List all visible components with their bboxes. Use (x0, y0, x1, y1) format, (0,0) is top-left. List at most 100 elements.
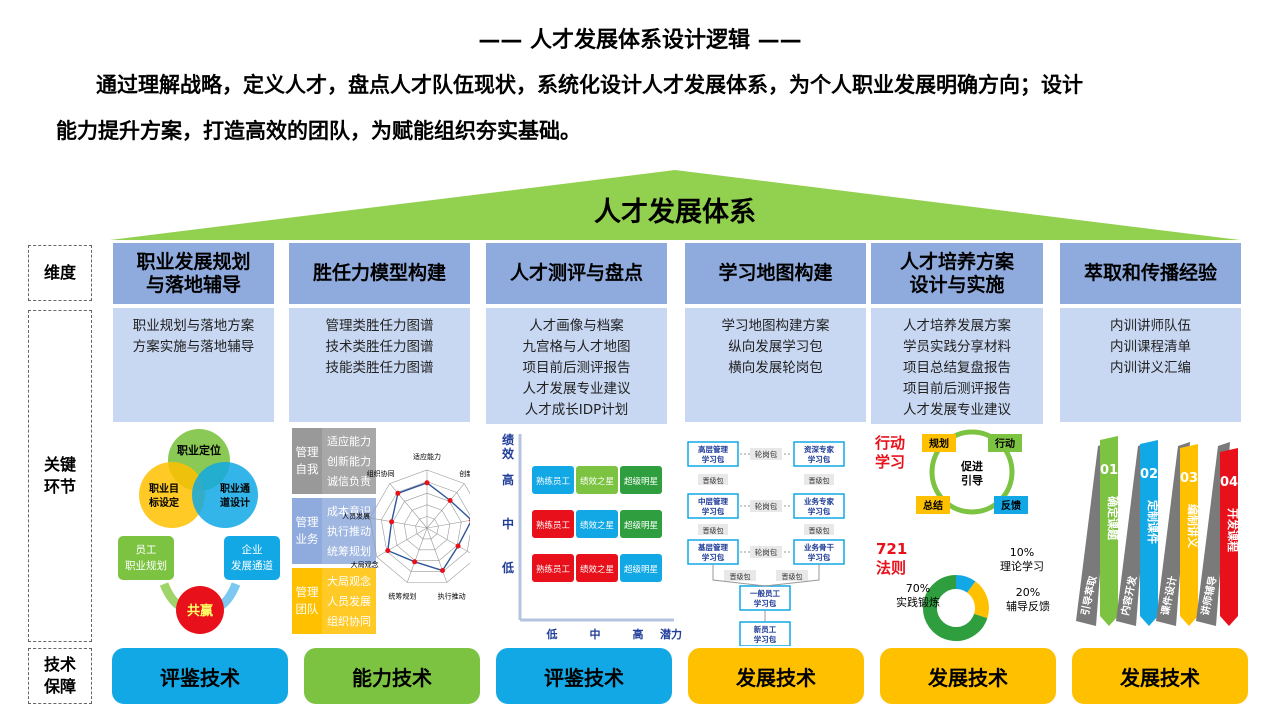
column-header-6: 萃取和传播经验 (1060, 243, 1241, 304)
competency-group-tab (292, 428, 322, 494)
column-item: 职业规划与落地方案 (132, 318, 255, 334)
nine-box-y-tick: 中 (502, 516, 514, 531)
action-step-summary (916, 496, 950, 514)
tech-button-6: 发展技术 (1072, 648, 1248, 704)
experience-ribbon-text: 定制课件 (1146, 500, 1160, 544)
nine-box-cell-label: 超级明星 (624, 564, 658, 575)
action-step-summary-label: 总结 (923, 499, 943, 512)
action-learning-title: 行动学习 (874, 434, 905, 471)
intro-line-1: 通过理解战略，定义人才，盘点人才队伍现状，系统化设计人才发展体系，为个人职业发展… (96, 73, 1083, 97)
column-header-4: 学习地图构建 (685, 243, 866, 304)
promote-tag (804, 524, 834, 535)
radar-ring (392, 492, 462, 561)
competency-group-label: 管理业务 (296, 515, 319, 546)
promote-tag (724, 570, 756, 581)
radar-ring (369, 469, 470, 583)
column-header-5: 人才培养方案 设计与实施 (871, 243, 1043, 304)
competency-model-figure: 管理自我适应能力创新能力诚信负责管理业务成本意识执行推动统筹规划管理团队大局观念… (292, 428, 470, 634)
tech-button-5: 发展技术 (880, 648, 1056, 704)
nine-box-cell-label: 绩效之星 (580, 564, 614, 575)
column-item: 人才发展专业建议 (522, 381, 631, 397)
promote-tag-label: 晋级包 (703, 476, 724, 485)
action-learning-center: 促进引导 (960, 459, 983, 487)
radar-ring (380, 481, 470, 572)
competency-group-items-bg (322, 428, 376, 494)
action-step-act (988, 434, 1022, 452)
column-item: 九宫格与人才地图 (522, 339, 631, 355)
column-items-6: 内训讲师队伍内训课程清单内训讲义汇编 (1060, 308, 1241, 422)
rotate-tag-label: 轮岗包 (755, 449, 778, 459)
learning-node-label: 业务骨干学习包 (804, 542, 834, 562)
radar-ring (415, 516, 439, 540)
learning-node-label: 资深专家学习包 (804, 444, 834, 464)
radar-spoke (369, 517, 428, 529)
radar-point (455, 543, 461, 549)
nine-box-y-tick: 低 (501, 560, 514, 575)
column-items-1: 职业规划与落地方案方案实施与落地辅导 (113, 308, 274, 422)
page-title: —— 人才发展体系设计逻辑 —— (478, 28, 802, 53)
radar-point (424, 480, 430, 486)
radar-ring (403, 504, 451, 551)
radar-spoke (389, 483, 428, 529)
nine-box-cell (532, 510, 574, 538)
radar-point (385, 548, 391, 554)
learning-node (687, 441, 739, 467)
competency-group-items: 适应能力创新能力诚信负责 (327, 434, 371, 488)
experience-ribbon (1140, 440, 1158, 626)
experience-ribbon (1180, 444, 1198, 626)
column-item: 人才培养发展方案 (903, 318, 1011, 334)
promote-tag-label: 晋级包 (782, 572, 803, 581)
action-step-plan-label: 规划 (929, 437, 949, 450)
experience-ribbon-text: 开发课程 (1226, 508, 1240, 552)
competency-group-items-bg (322, 568, 376, 634)
venn-top-label: 职业定位 (177, 443, 221, 457)
promote-tag (804, 474, 834, 485)
tech-button-1: 评鉴技术 (112, 648, 288, 704)
column-item: 内训讲义汇编 (1110, 360, 1191, 376)
nine-box-cell-label: 超级明星 (624, 476, 658, 487)
column-item: 管理类胜任力图谱 (325, 318, 434, 334)
radar-spoke (426, 483, 465, 529)
rotate-tag-label: 轮岗包 (755, 547, 778, 557)
venn-box-right: 企业发展通道 (231, 543, 273, 572)
experience-ribbon-text: 确定课题 (1106, 496, 1120, 541)
column-item: 横向发展轮岗包 (728, 360, 823, 376)
venn-box-left: 员工职业规划 (125, 544, 167, 572)
nine-box-x-axis: 潜力 (660, 627, 682, 641)
nine-box-cell-label: 绩效之星 (580, 520, 614, 531)
radar-label: 人员发展 (342, 512, 370, 521)
column-item: 学习地图构建方案 (721, 318, 830, 334)
nine-box-cell-label: 熟练员工 (536, 520, 571, 531)
nine-box-cell (532, 554, 574, 582)
side-label-key: 关键 环节 (28, 310, 92, 642)
nine-box-cell (576, 554, 618, 582)
rule721-label-70: 70%实践锻炼 (896, 582, 940, 609)
nine-box-cell-label: 超级明星 (624, 520, 658, 531)
promote-tag (776, 570, 808, 581)
radar-point (389, 519, 395, 525)
promote-tag (698, 474, 728, 485)
column-item: 人才成长IDP计划 (524, 402, 629, 418)
radar-label: 创新能力 (459, 469, 470, 478)
promote-tag-label: 晋级包 (703, 526, 724, 535)
nine-box-cell (620, 466, 662, 494)
column-item: 人才画像与档案 (529, 318, 624, 334)
promote-tag (698, 524, 728, 535)
competency-group-label: 管理团队 (296, 585, 319, 616)
venn-left-label: 职业目标设定 (148, 482, 179, 509)
column-item: 纵向发展学习包 (728, 339, 823, 355)
nine-box-cell (620, 554, 662, 582)
tech-button-2: 能力技术 (304, 648, 480, 704)
intro-line-2: 能力提升方案，打造高效的团队，为赋能组织夯实基础。 (56, 119, 581, 143)
column-item: 项目前后测评报告 (522, 360, 631, 376)
rule721-slice (955, 575, 976, 593)
column-header-3: 人才测评与盘点 (486, 243, 667, 304)
column-item: 人才发展专业建议 (903, 402, 1011, 418)
radar-label: 执行推动 (438, 592, 466, 601)
promote-tag-label: 晋级包 (809, 526, 830, 535)
column-items-3: 人才画像与档案九宫格与人才地图项目前后测评报告人才发展专业建议人才成长IDP计划 (486, 308, 667, 424)
column-item: 项目前后测评报告 (903, 381, 1011, 397)
learning-node (793, 441, 845, 467)
promote-tag-label: 晋级包 (730, 572, 751, 581)
